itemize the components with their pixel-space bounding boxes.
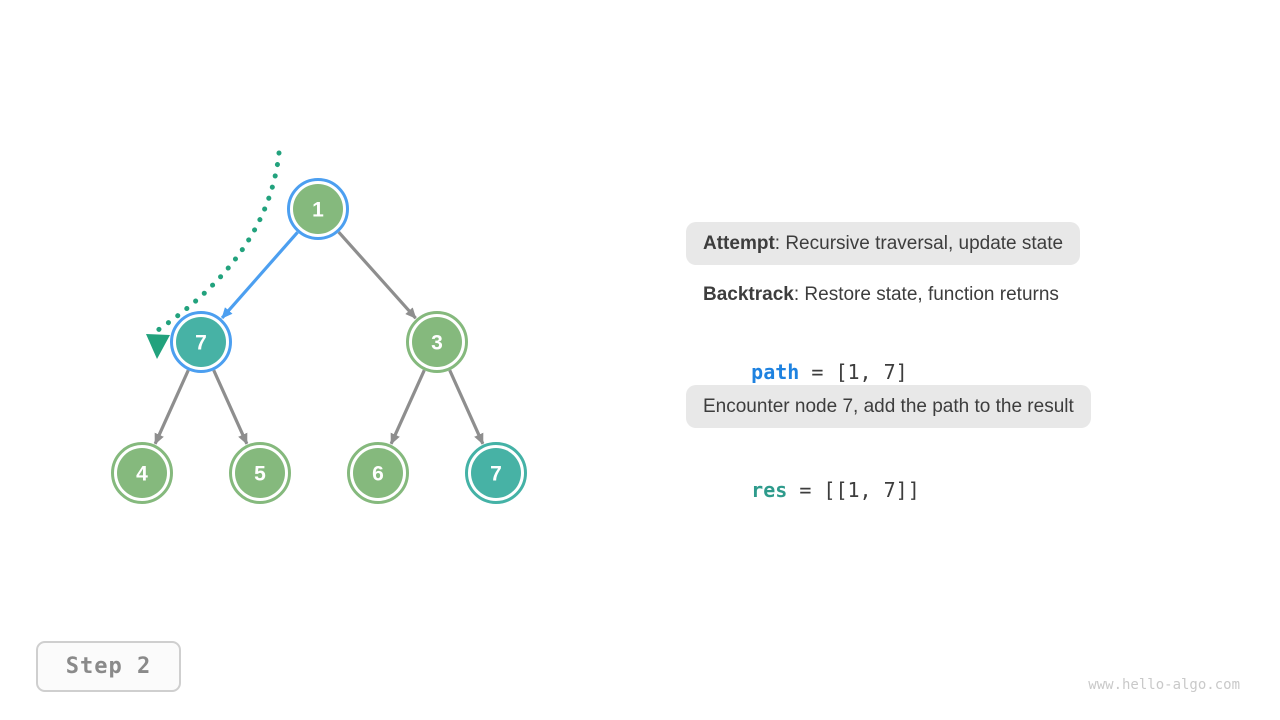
path-code-line: path = [1, 7] [703, 333, 908, 411]
tree-node-5: 5 [229, 442, 291, 504]
step-badge: Step 2 [36, 641, 181, 692]
backtrack-text: : Restore state, function returns [793, 284, 1059, 305]
tree-node-4: 4 [111, 442, 173, 504]
tree-node-label: 3 [431, 332, 443, 355]
encounter-note-box: Encounter node 7, add the path to the re… [686, 385, 1091, 428]
tree-node-label: 5 [254, 463, 266, 486]
encounter-text: Encounter node 7, add the path to the re… [703, 396, 1074, 417]
tree-node-label: 1 [312, 199, 324, 222]
backtrack-trace-dotted-curve [155, 150, 282, 333]
backtrack-trace-arrowhead-icon [146, 334, 170, 359]
tree-edge [448, 369, 485, 445]
attempt-label: Attempt [703, 233, 775, 254]
watermark-text: www.hello-algo.com [1088, 677, 1240, 693]
path-value: = [1, 7] [799, 360, 908, 384]
tree-edge [153, 369, 190, 445]
tree-node-7: 7 [465, 442, 527, 504]
tree-edge [212, 369, 249, 445]
tree-edge [389, 369, 426, 445]
attempt-text: : Recursive traversal, update state [774, 233, 1064, 254]
backtrack-label: Backtrack [703, 284, 794, 305]
tree-node-3: 3 [406, 311, 468, 373]
backtrack-line: Backtrack: Restore state, function retur… [703, 283, 1059, 307]
tree-node-label: 4 [136, 463, 148, 486]
res-value: = [[1, 7]] [787, 478, 920, 502]
attempt-note-box: Attempt: Recursive traversal, update sta… [686, 222, 1081, 265]
tree-edge [220, 231, 299, 320]
tree-node-1: 1 [287, 178, 349, 240]
tree-node-label: 7 [490, 463, 502, 486]
tree-node-label: 7 [195, 332, 207, 355]
path-variable: path [751, 360, 800, 384]
tree-edge [337, 231, 417, 320]
tree-node-label: 6 [372, 463, 384, 486]
binary-tree-diagram: 1 7 3 4 5 6 7 [111, 150, 527, 504]
step-badge-label: Step 2 [65, 654, 152, 679]
res-variable: res [751, 478, 788, 502]
tree-node-7: 7 [170, 311, 232, 373]
tree-node-6: 6 [347, 442, 409, 504]
res-code-line: res = [[1, 7]] [703, 451, 920, 529]
